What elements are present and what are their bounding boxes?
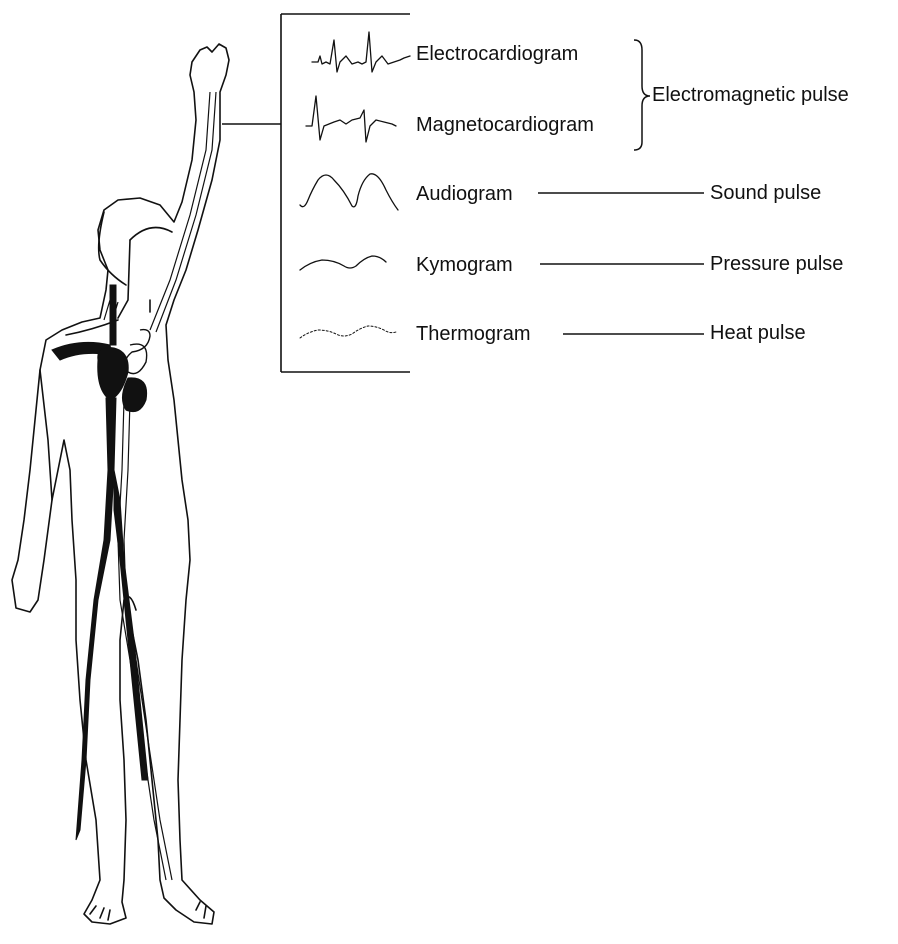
kymo-trace <box>300 256 386 270</box>
pulse-connectors <box>538 193 704 334</box>
audiogram-label: Audiogram <box>416 184 513 204</box>
mcg-trace <box>306 96 396 142</box>
heat-pulse-label: Heat pulse <box>710 323 806 343</box>
electrocardiogram-label: Electrocardiogram <box>416 44 578 64</box>
thermogram-label: Thermogram <box>416 324 530 344</box>
magnetocardiogram-label: Magnetocardiogram <box>416 115 594 135</box>
audio-trace <box>300 174 398 210</box>
human-figure <box>12 44 229 924</box>
thermo-trace <box>300 326 396 338</box>
vessel-pathways <box>104 92 216 880</box>
heart-and-aorta <box>52 285 148 840</box>
electromagnetic-brace <box>634 40 650 150</box>
pressure-pulse-label: Pressure pulse <box>710 254 843 274</box>
sound-pulse-label: Sound pulse <box>710 183 821 203</box>
ecg-trace <box>312 32 410 72</box>
electromagnetic-pulse-label: Electromagnetic pulse <box>652 85 849 105</box>
kymogram-label: Kymogram <box>416 255 513 275</box>
recording-panel <box>222 14 410 372</box>
